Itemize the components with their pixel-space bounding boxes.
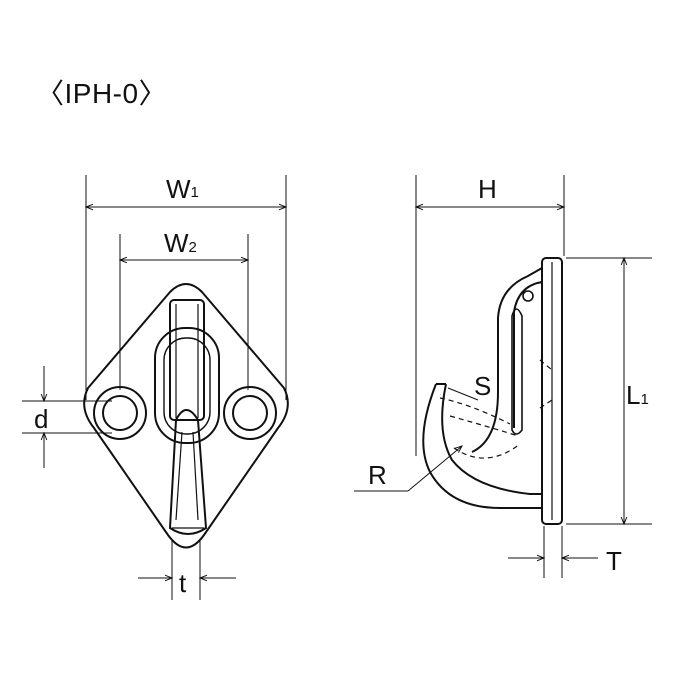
drawing-title: 〈IPH-0〉 [36,78,168,109]
side-hook-arm [471,267,543,453]
screw-hole-right [223,386,277,440]
label-l1: L1 [626,380,649,410]
hinge-loop [154,327,220,444]
hook-blade [168,409,208,535]
hook-bar-top [169,299,205,421]
label-t-thickness: T [606,546,622,576]
front-view: W1 W2 d t [22,174,289,600]
screw-hole-left [93,386,147,440]
side-view: H L1 S R T [354,174,652,578]
label-w2: W2 [164,228,197,258]
label-h: H [478,174,497,204]
side-back-plate [541,257,563,525]
label-w1: W1 [166,174,199,204]
side-hook-curve [422,383,542,509]
diamond-plate [83,283,289,549]
label-s: S [474,371,491,401]
pivot-pin [522,290,534,302]
label-r: R [368,460,387,490]
label-d: d [34,404,48,434]
label-t: t [179,568,187,598]
